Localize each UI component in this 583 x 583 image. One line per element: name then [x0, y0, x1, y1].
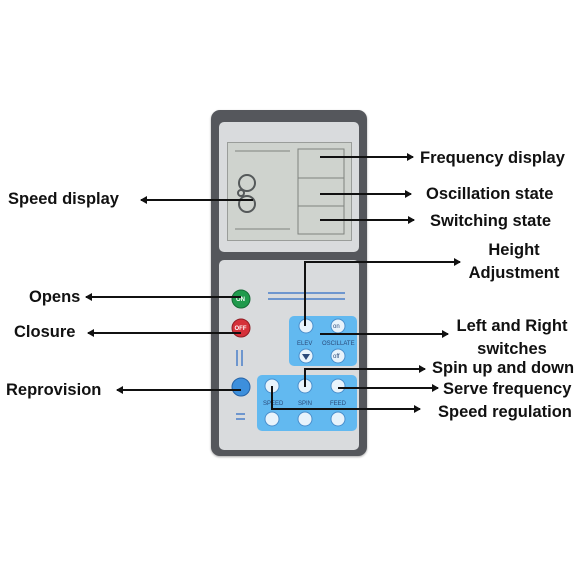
spin-down-button[interactable] — [297, 411, 313, 427]
label-reprovision: Reprovision — [6, 381, 102, 399]
label-left-right-line1: Left and Right — [456, 317, 568, 335]
label-frequency-display: Frequency display — [420, 149, 565, 167]
off-button-label: OFF — [235, 326, 247, 332]
spin-label: SPIN — [298, 401, 312, 407]
label-serve-frequency: Serve frequency — [443, 380, 572, 398]
reprovision-button[interactable] — [231, 377, 251, 397]
speed-down-button[interactable] — [264, 411, 280, 427]
feed-up-button[interactable] — [330, 378, 346, 394]
oscillate-label: OSCILLATE — [322, 341, 355, 347]
feed-down-button[interactable] — [330, 411, 346, 427]
label-speed-display: Speed display — [8, 190, 119, 208]
label-oscillation-state: Oscillation state — [426, 185, 554, 203]
label-height-line1: Height — [488, 241, 540, 259]
label-height-line2: Adjustment — [468, 264, 560, 283]
speed-label: SPEED — [263, 401, 284, 407]
lcd-segments — [235, 148, 345, 235]
off-key-label: off — [333, 354, 340, 360]
elev-label: ELEV — [297, 341, 312, 347]
on-button[interactable] — [231, 289, 251, 309]
on-button-label: ON — [236, 297, 245, 303]
label-closure: Closure — [14, 323, 76, 341]
label-left-right-switches: Left and Right switches — [450, 315, 574, 361]
height-arrow — [304, 258, 461, 326]
label-switching-state: Switching state — [430, 212, 552, 230]
speed-digit-icon — [237, 174, 256, 213]
on-key-label: on — [333, 324, 340, 330]
label-speed-regulation: Speed regulation — [438, 403, 572, 421]
feed-label: FEED — [330, 401, 347, 407]
label-height-adjustment: Height Adjustment — [462, 239, 566, 285]
label-opens: Opens — [29, 288, 81, 306]
label-left-right-line2: switches — [477, 340, 547, 359]
speed-regulation-arrow — [271, 386, 421, 413]
label-spin-up-down: Spin up and down — [432, 359, 575, 377]
chevron-down-icon — [302, 354, 310, 360]
panel-lines — [236, 292, 345, 420]
off-key-button[interactable] — [330, 348, 346, 364]
spin-arrow — [304, 365, 426, 387]
